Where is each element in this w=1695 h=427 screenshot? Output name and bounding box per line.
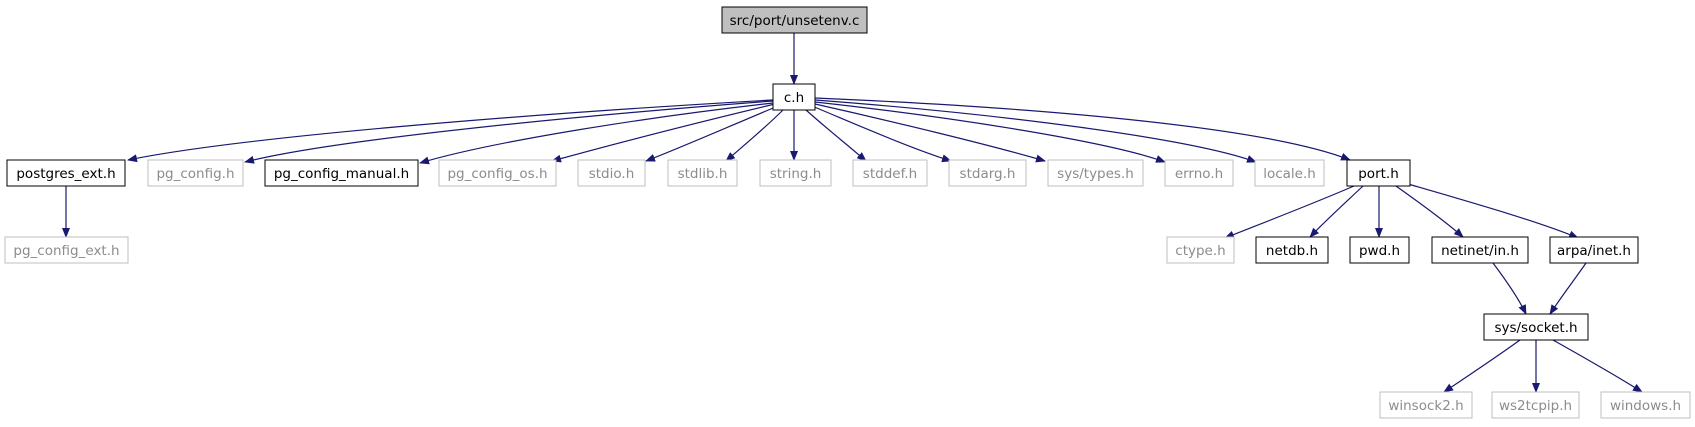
node-port[interactable]: port.h: [1346, 159, 1411, 187]
edge-c-h-to-sys-types: [814, 103, 1046, 163]
node-postgres-ext[interactable]: postgres_ext.h: [6, 159, 126, 187]
node-box: [1255, 236, 1329, 264]
node-label: pwd.h: [1359, 243, 1400, 259]
node-label: ws2tcpip.h: [1499, 398, 1572, 414]
node-label: winsock2.h: [1388, 398, 1463, 414]
node-stdlib: stdlib.h: [667, 159, 738, 187]
node-box: [147, 159, 244, 187]
node-pg-config-os: pg_config_os.h: [438, 159, 557, 187]
node-box: [4, 236, 129, 264]
edge-c-h-to-port: [814, 97, 1351, 161]
node-box: [1166, 236, 1235, 264]
node-pg-config: pg_config.h: [147, 159, 244, 187]
node-label: port.h: [1358, 166, 1399, 182]
node-box: [1164, 159, 1234, 187]
node-netdb[interactable]: netdb.h: [1255, 236, 1329, 264]
node-unsetenv[interactable]: src/port/unsetenv.c: [721, 6, 868, 34]
node-box: [1431, 236, 1529, 264]
node-box: [667, 159, 738, 187]
node-locale: locale.h: [1254, 159, 1325, 187]
node-label: pg_config_os.h: [447, 166, 547, 182]
edge-c-h-to-stdlib: [725, 109, 784, 162]
node-errno: errno.h: [1164, 159, 1234, 187]
edge-c-h-to-stdarg: [811, 105, 952, 163]
edge-c-h-to-pg-config-manual: [419, 102, 774, 165]
node-label: pg_config.h: [156, 166, 234, 182]
node-box: [1346, 159, 1411, 187]
node-arpa-inet[interactable]: arpa/inet.h: [1549, 236, 1639, 264]
node-label: string.h: [770, 166, 822, 182]
node-label: errno.h: [1175, 166, 1223, 182]
edge-port-to-netdb: [1309, 185, 1364, 238]
node-box: [264, 159, 419, 187]
node-c-h[interactable]: c.h: [772, 83, 816, 111]
node-box: [1349, 236, 1410, 264]
edge-c-h-to-stddef: [805, 109, 867, 162]
nodes-layer: src/port/unsetenv.c c.h postgres_ext.h pg_c…: [4, 6, 1691, 419]
edge-c-h-to-stdio: [645, 105, 779, 162]
node-box: [577, 159, 646, 187]
node-label: src/port/unsetenv.c: [730, 13, 860, 29]
node-label: pg_config_manual.h: [274, 166, 409, 182]
node-box: [772, 83, 816, 111]
node-pwd[interactable]: pwd.h: [1349, 236, 1410, 264]
node-stdarg: stdarg.h: [948, 159, 1027, 187]
node-label: stdio.h: [589, 166, 635, 182]
node-label: pg_config_ext.h: [13, 243, 119, 259]
node-sys-socket[interactable]: sys/socket.h: [1483, 313, 1589, 341]
node-box: [1491, 391, 1580, 419]
edge-sys-socket-to-winsock2: [1443, 339, 1521, 393]
node-box: [852, 159, 928, 187]
node-label: ctype.h: [1175, 243, 1225, 259]
edge-c-h-to-pg-config-os: [551, 103, 776, 163]
node-label: stddef.h: [863, 166, 917, 182]
edge-sys-socket-to-windows: [1552, 339, 1643, 393]
node-label: sys/socket.h: [1494, 320, 1577, 336]
node-string: string.h: [759, 159, 832, 187]
node-label: netdb.h: [1266, 243, 1318, 259]
node-sys-types: sys/types.h: [1047, 159, 1144, 187]
node-windows: windows.h: [1600, 391, 1691, 419]
node-box: [759, 159, 832, 187]
edge-port-to-netinet-in: [1395, 185, 1464, 238]
node-box: [1254, 159, 1325, 187]
node-box: [1549, 236, 1639, 264]
node-netinet-in[interactable]: netinet/in.h: [1431, 236, 1529, 264]
node-label: locale.h: [1263, 166, 1316, 182]
node-pg-config-manual[interactable]: pg_config_manual.h: [264, 159, 419, 187]
edge-port-to-ctype: [1224, 185, 1355, 239]
node-label: stdarg.h: [960, 166, 1016, 182]
node-box: [1047, 159, 1144, 187]
node-label: c.h: [784, 90, 804, 106]
node-label: stdlib.h: [678, 166, 728, 182]
node-stdio: stdio.h: [577, 159, 646, 187]
node-stddef: stddef.h: [852, 159, 928, 187]
edge-netinet-in-to-sys-socket: [1492, 262, 1527, 315]
node-ctype: ctype.h: [1166, 236, 1235, 264]
edge-c-h-to-postgres-ext: [127, 99, 774, 163]
node-label: arpa/inet.h: [1557, 243, 1631, 259]
node-label: sys/types.h: [1057, 166, 1134, 182]
node-pg-config-ext: pg_config_ext.h: [4, 236, 129, 264]
node-label: windows.h: [1610, 398, 1681, 414]
node-winsock2: winsock2.h: [1379, 391, 1473, 419]
edges-layer: [62, 33, 1643, 393]
node-label: postgres_ext.h: [16, 166, 115, 182]
node-box: [1600, 391, 1691, 419]
node-box: [1483, 313, 1589, 341]
edge-arpa-inet-to-sys-socket: [1549, 262, 1587, 315]
node-box: [6, 159, 126, 187]
node-box: [721, 6, 868, 34]
edge-c-h-to-locale: [814, 99, 1257, 163]
node-ws2tcpip: ws2tcpip.h: [1491, 391, 1580, 419]
edge-port-to-arpa-inet: [1407, 183, 1579, 239]
node-box: [948, 159, 1027, 187]
node-label: netinet/in.h: [1441, 243, 1519, 259]
node-box: [438, 159, 557, 187]
node-box: [1379, 391, 1473, 419]
edge-c-h-to-errno: [814, 101, 1166, 163]
edge-c-h-to-pg-config: [244, 100, 774, 164]
